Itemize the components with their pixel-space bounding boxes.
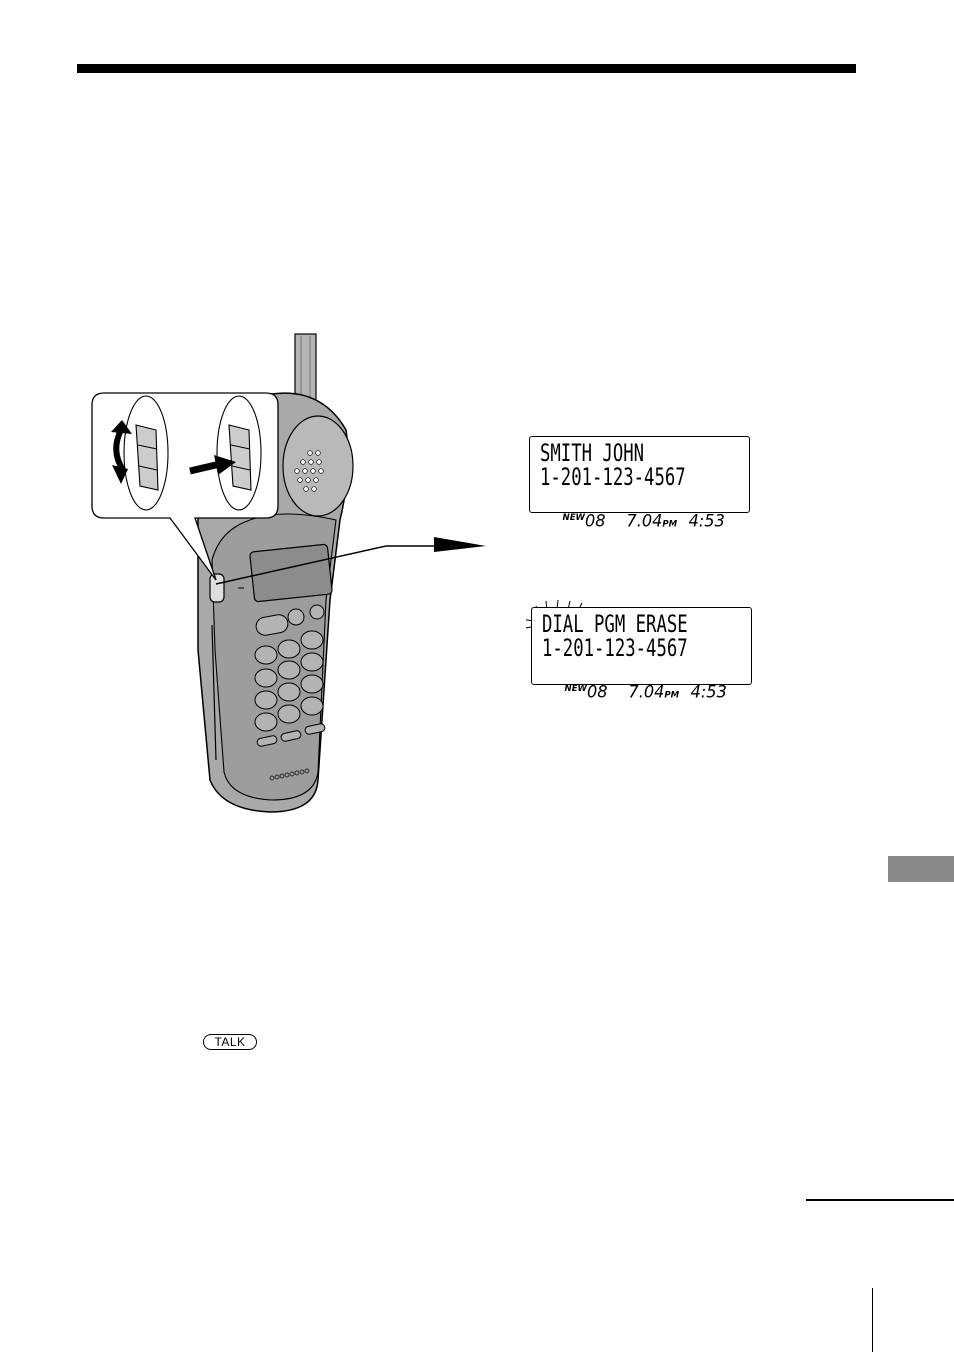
display-menu-line: DIAL PGM ERASE	[542, 610, 688, 638]
page-number-divider	[872, 1288, 873, 1352]
display-status-line: NEW08 7.04PM 4:53	[542, 491, 725, 552]
microphone-holes	[269, 768, 310, 781]
new-flag: NEW	[562, 513, 585, 523]
call-count: 08	[586, 682, 608, 703]
talk-key-symbol: TALK	[203, 1034, 257, 1050]
handset-screen	[249, 543, 333, 603]
new-flag: NEW	[564, 684, 587, 694]
ampm-flag: PM	[662, 519, 678, 530]
jog-dial-push-icon	[189, 395, 262, 511]
pointer-arrow	[215, 537, 486, 585]
continued-rule	[806, 1199, 954, 1201]
caller-id-menu-display: DIAL PGM ERASE 1-201-123-4567 NEW08 7.04P…	[531, 607, 752, 702]
display-status-line: NEW08 7.04PM 4:53	[544, 662, 727, 723]
display-number-line: 1-201-123-4567	[540, 463, 686, 491]
section-index-tab	[888, 856, 954, 882]
earpiece-holes	[294, 450, 324, 492]
ampm-flag: PM	[664, 690, 680, 701]
call-count: 08	[584, 511, 606, 532]
call-time: 4:53	[690, 682, 727, 703]
jog-dial-rotate-icon	[111, 395, 169, 511]
display-name-line: SMITH JOHN	[540, 439, 645, 467]
call-time: 4:53	[688, 511, 725, 532]
keypad	[254, 604, 326, 747]
display-number-line: 1-201-123-4567	[542, 634, 688, 662]
header-rule	[77, 64, 856, 73]
call-date: 7.04	[626, 511, 663, 532]
earpiece	[282, 415, 354, 517]
antenna	[294, 333, 317, 401]
handset-jog-dial	[209, 573, 225, 603]
call-date: 7.04	[628, 682, 665, 703]
caller-id-display: SMITH JOHN 1-201-123-4567 NEW08 7.04PM 4:5…	[529, 436, 750, 531]
